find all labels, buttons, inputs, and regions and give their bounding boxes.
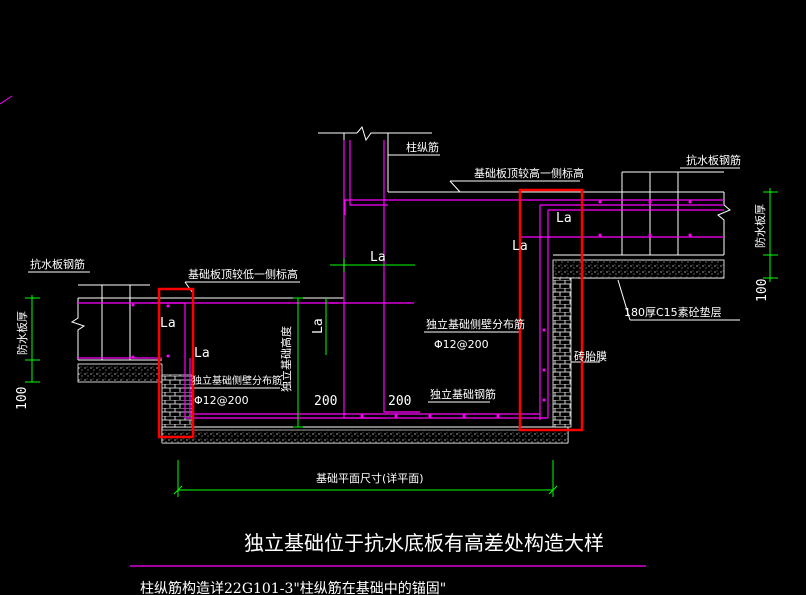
label-waterproof-rebar-left: 抗水板钢筋 xyxy=(30,257,85,271)
label-brick-mold: 砖胎膜 xyxy=(574,349,607,363)
cushion-right xyxy=(552,259,725,279)
label-side-dist-rebar-left: 独立基础侧壁分布筋 xyxy=(192,374,282,387)
brick-mold-left xyxy=(161,374,193,428)
stray-mark xyxy=(0,95,13,105)
la-label-left-mid: La xyxy=(194,346,210,361)
la-label-column: La xyxy=(370,250,386,265)
dim-200-left: 200 xyxy=(314,394,337,409)
la-label-left-top: La xyxy=(160,316,176,331)
label-slab-thickness-right: 防水板厚 xyxy=(753,204,767,248)
footnote: 柱纵筋构造详22G101-3"柱纵筋在基础中的锚固" xyxy=(140,580,446,595)
label-plan-size: 基础平面尺寸(详平面) xyxy=(316,471,424,485)
label-slab-top-low: 基础板顶较低一侧标高 xyxy=(188,267,298,281)
la-label-vertical: La xyxy=(311,318,326,334)
highlight-box-left[interactable] xyxy=(157,287,195,439)
dim-100-left: 100 xyxy=(15,387,30,410)
cushion-left xyxy=(77,363,163,383)
leader-lines xyxy=(28,154,740,403)
brick-mold-right xyxy=(552,277,572,428)
drawing-title: 独立基础位于抗水底板有高差处构造大样 xyxy=(244,531,604,555)
label-side-dist-rebar-mid: 独立基础侧壁分布筋 xyxy=(426,317,525,331)
label-side-dist-spec-mid: Φ12@200 xyxy=(434,338,489,351)
cushion-base xyxy=(161,429,569,444)
rebar-dots xyxy=(131,200,692,418)
label-foundation-rebar: 独立基础钢筋 xyxy=(430,387,496,401)
rebar-lines xyxy=(78,140,724,420)
label-foundation-height: 独立基础高度 xyxy=(279,326,293,392)
label-slab-thickness-left: 防水板厚 xyxy=(15,311,29,355)
label-slab-top-high: 基础板顶较高一侧标高 xyxy=(474,166,584,180)
dimension-lines xyxy=(25,188,778,497)
label-column-rebar: 柱纵筋 xyxy=(406,140,439,154)
highlight-box-right[interactable] xyxy=(518,188,584,432)
label-waterproof-rebar-right: 抗水板钢筋 xyxy=(686,153,741,167)
la-label-right-mid: La xyxy=(512,239,528,254)
label-side-dist-spec-left: Φ12@200 xyxy=(194,394,249,407)
dim-100-right: 100 xyxy=(755,279,770,302)
label-cushion-right: 180厚C15素砼垫层 xyxy=(624,305,722,319)
dim-200-right: 200 xyxy=(388,394,411,409)
la-label-right-top: La xyxy=(556,211,572,226)
